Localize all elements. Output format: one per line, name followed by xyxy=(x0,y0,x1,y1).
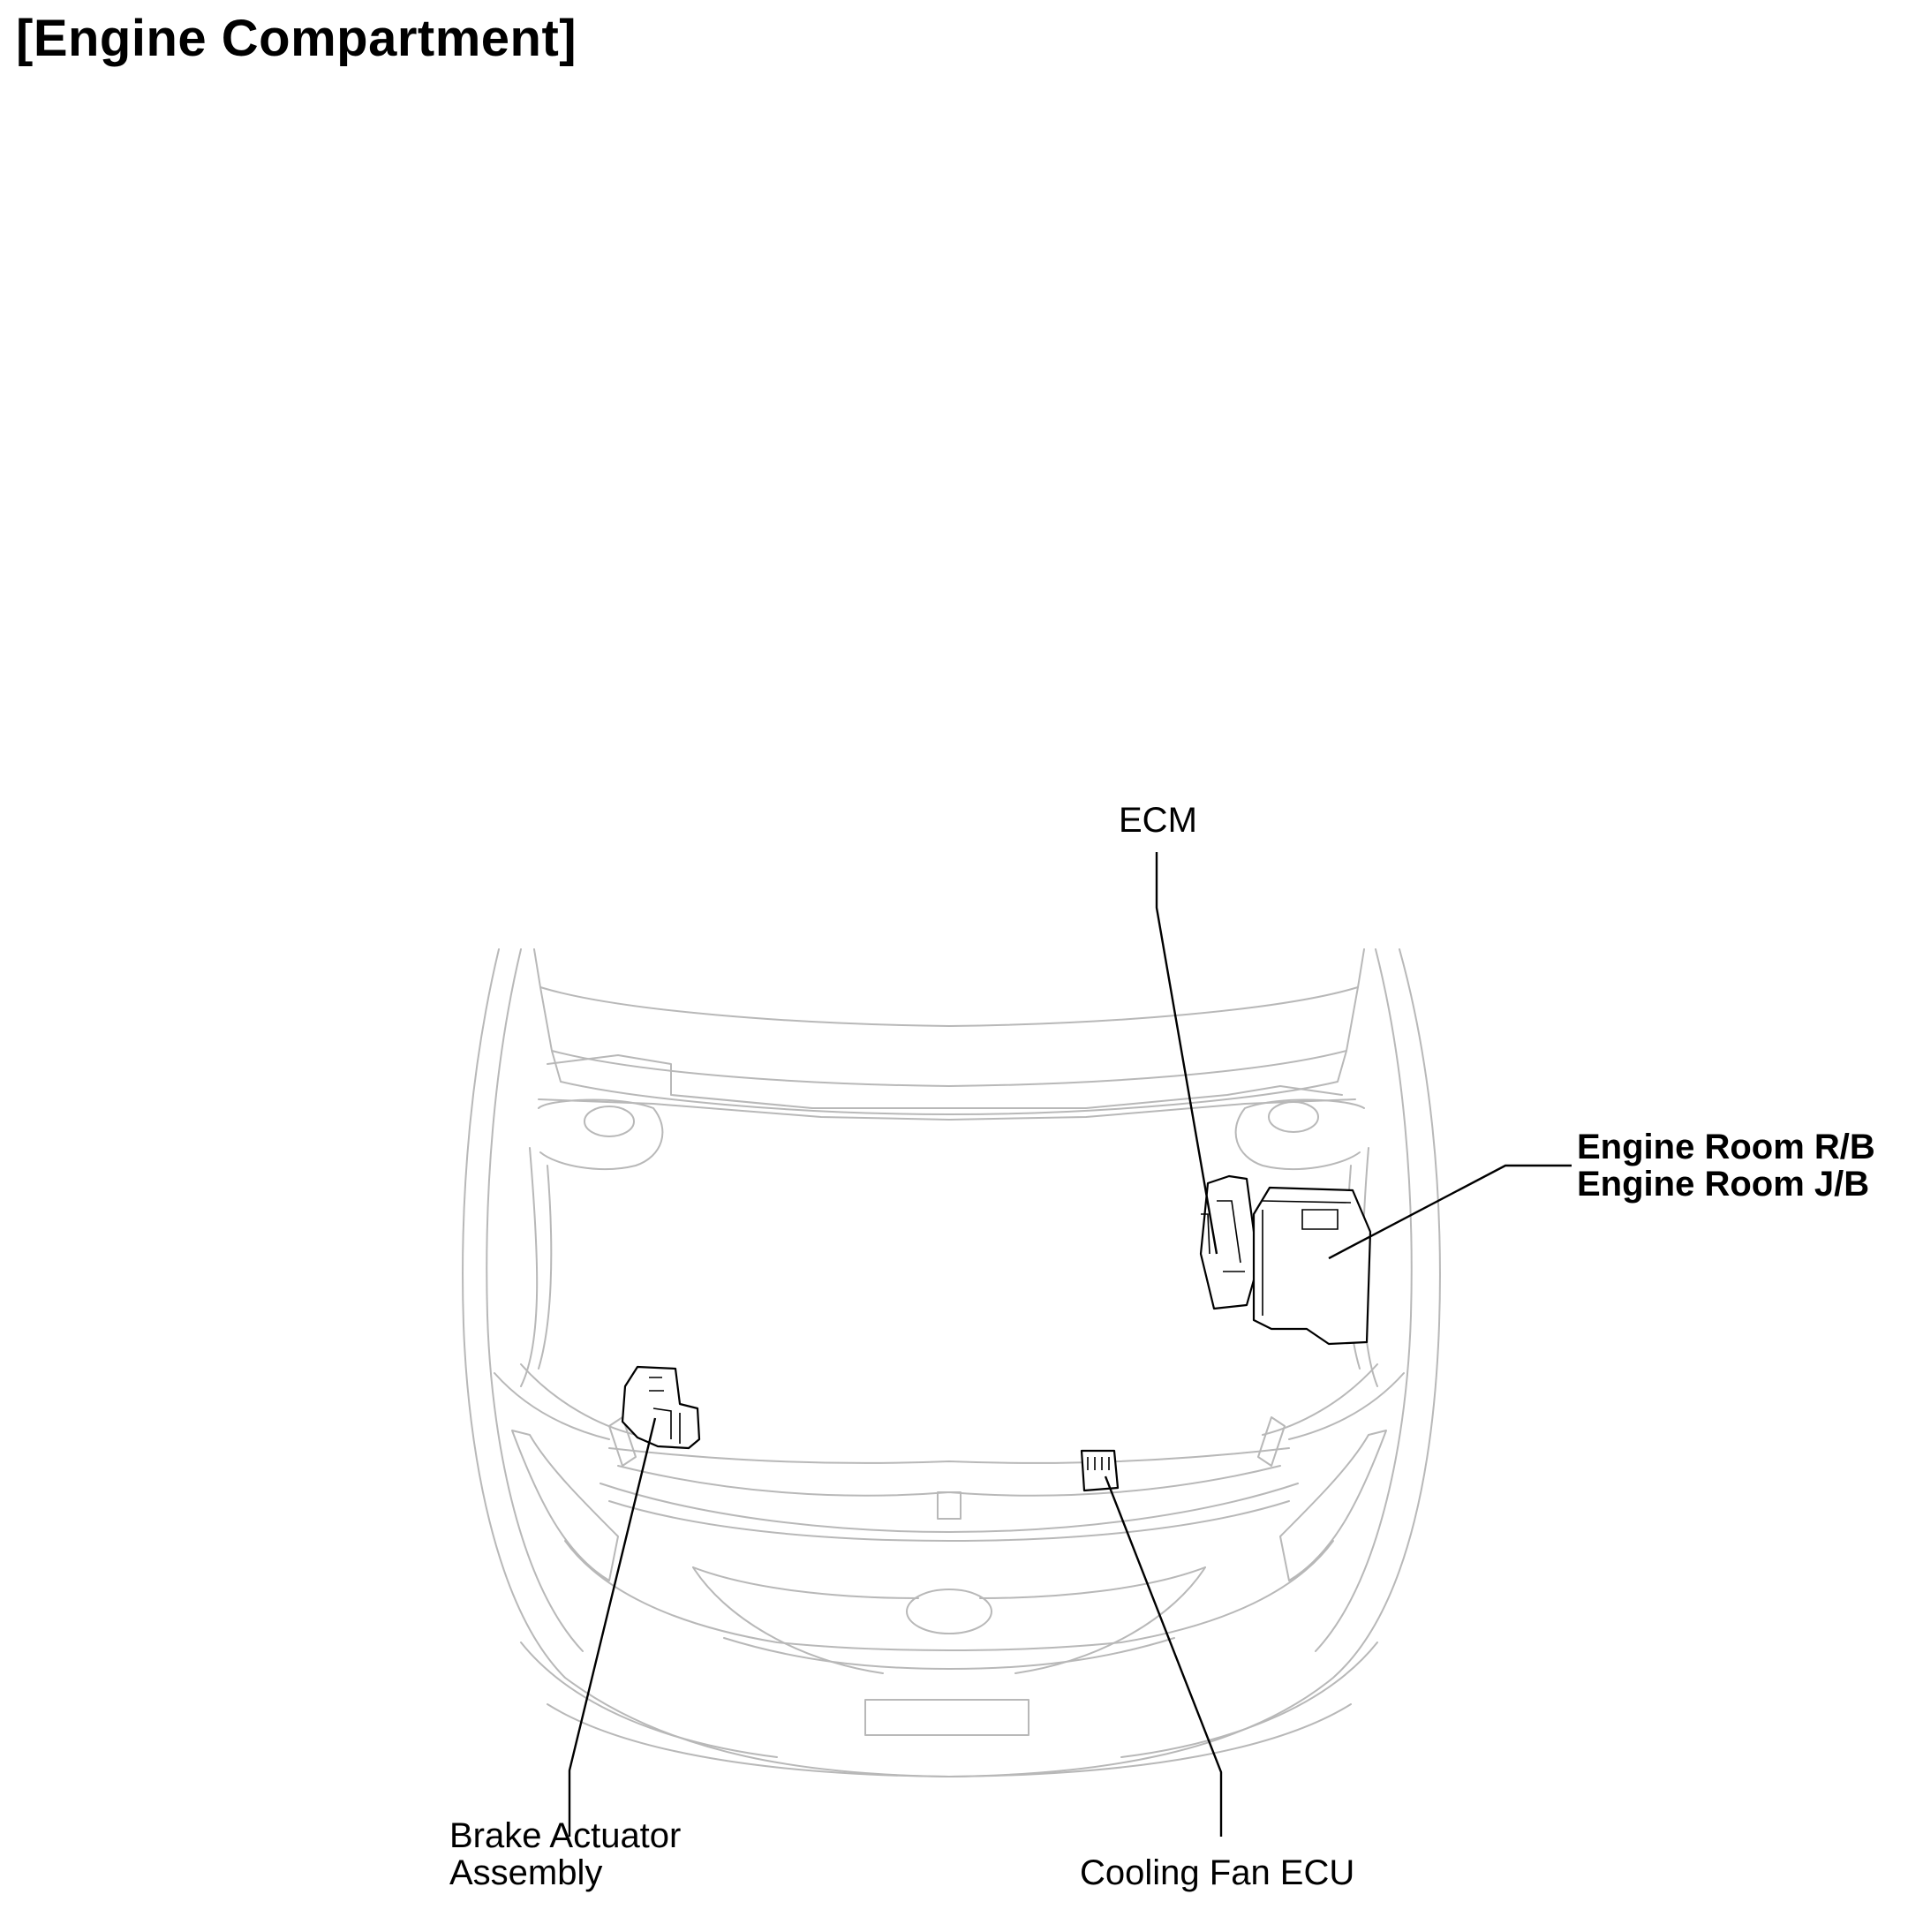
brake-actuator-label-line2: Assembly xyxy=(449,1853,603,1892)
cooling-fan-ecu-leader-line xyxy=(1104,1475,1223,1837)
vehicle-outline xyxy=(462,948,1441,1777)
brake-actuator-leader-line xyxy=(568,1417,657,1837)
ecm-label: ECM xyxy=(1119,801,1197,840)
relay-block-leader-line xyxy=(1328,1164,1572,1260)
ecm-unit xyxy=(1199,1174,1260,1310)
engine-room-relay-block xyxy=(1252,1186,1372,1346)
brake-actuator-label-line1: Brake Actuator xyxy=(449,1816,682,1855)
brake-actuator-unit xyxy=(621,1365,701,1450)
cooling-fan-ecu-label: Cooling Fan ECU xyxy=(1080,1853,1355,1892)
engine-room-rb-label: Engine Room R/B xyxy=(1577,1128,1875,1166)
ecm-leader-line xyxy=(1155,852,1218,1255)
diagram-title: [Engine Compartment] xyxy=(16,10,577,67)
engine-room-jb-label: Engine Room J/B xyxy=(1577,1165,1870,1204)
cooling-fan-ecu-unit xyxy=(1080,1449,1120,1492)
